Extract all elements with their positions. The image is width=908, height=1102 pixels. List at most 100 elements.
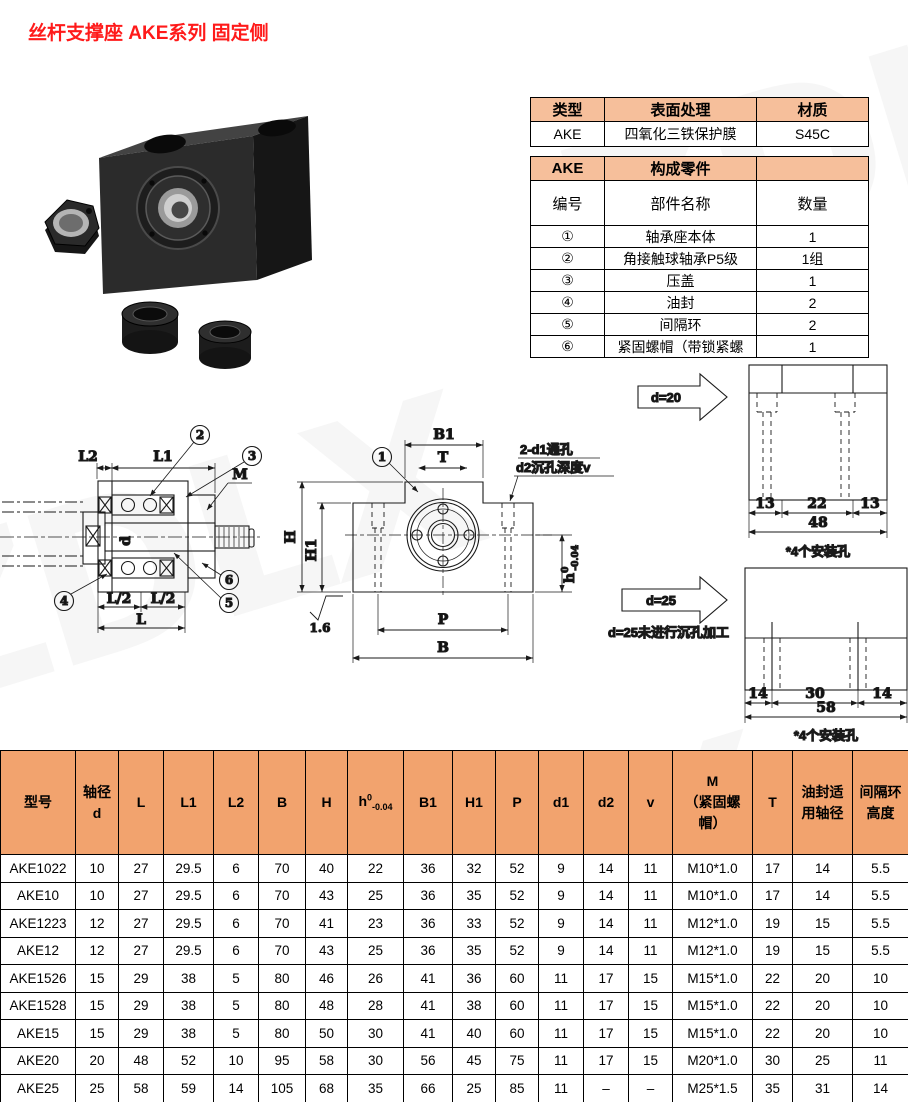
table-row: AKE 构成零件 — [530, 156, 869, 181]
spec-value-cell: 27 — [118, 854, 164, 883]
spec-model-cell: AKE1526 — [0, 964, 76, 993]
spec-value-cell: 10 — [213, 1046, 259, 1075]
spec-value-cell: 36 — [403, 909, 453, 938]
svg-text:d2沉孔深度v: d2沉孔深度v — [516, 460, 591, 475]
spec-value-cell: – — [583, 1074, 629, 1102]
svg-text:T: T — [438, 450, 449, 466]
spec-value-cell: 22 — [347, 854, 404, 883]
table-row: 类型 表面处理 材质 — [530, 97, 869, 122]
spec-col-header: 间隔环高度 — [852, 750, 908, 855]
spec-value-cell: 11 — [628, 854, 673, 883]
spec-col-header: d1 — [538, 750, 584, 855]
spec-col-header: h0-0.04 — [347, 750, 404, 855]
spec-value-cell: 17 — [752, 881, 793, 910]
spec-value-cell: 52 — [495, 854, 539, 883]
spec-value-cell: 5.5 — [852, 936, 908, 965]
spec-value-cell: 10 — [75, 881, 119, 910]
spec-value-cell: 48 — [305, 991, 348, 1020]
svg-text:58: 58 — [816, 700, 835, 716]
spec-value-cell: 19 — [752, 936, 793, 965]
spec-value-cell: 29 — [118, 964, 164, 993]
spec-value-cell: M12*1.0 — [672, 909, 753, 938]
svg-text:*4个安装孔: *4个安装孔 — [786, 544, 850, 559]
spec-value-cell: 11 — [538, 1074, 584, 1102]
spec-value-cell: 20 — [792, 964, 853, 993]
part-no: ⑤ — [530, 313, 605, 336]
spec-model-cell: AKE25 — [0, 1074, 76, 1102]
spec-col-header: d2 — [583, 750, 629, 855]
spec-value-cell: 5 — [213, 991, 259, 1020]
spec-value-cell: 105 — [258, 1074, 306, 1102]
spec-value-cell: 41 — [403, 991, 453, 1020]
spec-value-cell: M10*1.0 — [672, 854, 753, 883]
spec-model-cell: AKE10 — [0, 881, 76, 910]
part-no: ④ — [530, 291, 605, 314]
part-name: 压盖 — [604, 269, 757, 292]
spec-value-cell: 15 — [792, 909, 853, 938]
svg-text:14: 14 — [748, 686, 768, 702]
part-no: ② — [530, 247, 605, 270]
spec-value-cell: 36 — [403, 881, 453, 910]
spec-value-cell: M15*1.0 — [672, 964, 753, 993]
spec-value-cell: 70 — [258, 909, 306, 938]
part-name: 间隔环 — [604, 313, 757, 336]
svg-text:B1: B1 — [433, 427, 455, 443]
spec-value-cell: 5.5 — [852, 881, 908, 910]
spec-value-cell: 17 — [583, 1046, 629, 1075]
spec-value-cell: 14 — [213, 1074, 259, 1102]
col-header: 部件名称 — [604, 180, 757, 226]
spec-value-cell: 25 — [347, 936, 404, 965]
spec-col-header: P — [495, 750, 539, 855]
spec-value-cell: 59 — [163, 1074, 214, 1102]
svg-text:1: 1 — [378, 450, 386, 464]
spec-value-cell: 22 — [752, 1019, 793, 1048]
parts-title: AKE — [530, 156, 605, 181]
spec-value-cell: 6 — [213, 909, 259, 938]
spec-value-cell: 17 — [583, 964, 629, 993]
spec-value-cell: 10 — [852, 1019, 908, 1048]
spec-col-header: M（紧固螺帽） — [672, 750, 753, 855]
svg-text:M: M — [232, 467, 248, 483]
spec-value-cell: 52 — [495, 881, 539, 910]
d25-hole-drawing: d=25 d=25未进行沉孔加工 14 30 14 58 *4个安装孔 — [607, 567, 908, 744]
spec-value-cell: 5 — [213, 964, 259, 993]
parts-title: 构成零件 — [604, 156, 757, 181]
spec-value-cell: 23 — [347, 909, 404, 938]
spec-col-header: L1 — [163, 750, 214, 855]
spec-value-cell: 31 — [792, 1074, 853, 1102]
spec-value-cell: 6 — [213, 936, 259, 965]
spec-value-cell: 33 — [452, 909, 496, 938]
spec-value-cell: 15 — [628, 991, 673, 1020]
parts-title — [756, 156, 869, 181]
spec-value-cell: 14 — [583, 936, 629, 965]
svg-text:4: 4 — [60, 594, 68, 608]
spec-value-cell: 19 — [752, 909, 793, 938]
svg-text:30: 30 — [805, 686, 825, 702]
spec-value-cell: 50 — [305, 1019, 348, 1048]
spec-value-cell: 14 — [792, 881, 853, 910]
svg-text:L: L — [136, 612, 146, 628]
col-header: 表面处理 — [604, 97, 757, 122]
spec-value-cell: 36 — [452, 964, 496, 993]
spec-value-cell: 30 — [347, 1046, 404, 1075]
part-name: 轴承座本体 — [604, 225, 757, 248]
spec-value-cell: 29 — [118, 991, 164, 1020]
spec-value-cell: 66 — [403, 1074, 453, 1102]
spec-value-cell: 35 — [452, 881, 496, 910]
spec-value-cell: 12 — [75, 936, 119, 965]
svg-text:2-d1通孔: 2-d1通孔 — [520, 442, 573, 457]
spec-value-cell: 56 — [403, 1046, 453, 1075]
spec-value-cell: 29 — [118, 1019, 164, 1048]
spec-value-cell: 9 — [538, 909, 584, 938]
spec-value-cell: 10 — [75, 854, 119, 883]
spec-value-cell: 17 — [752, 854, 793, 883]
col-header: 材质 — [756, 97, 869, 122]
